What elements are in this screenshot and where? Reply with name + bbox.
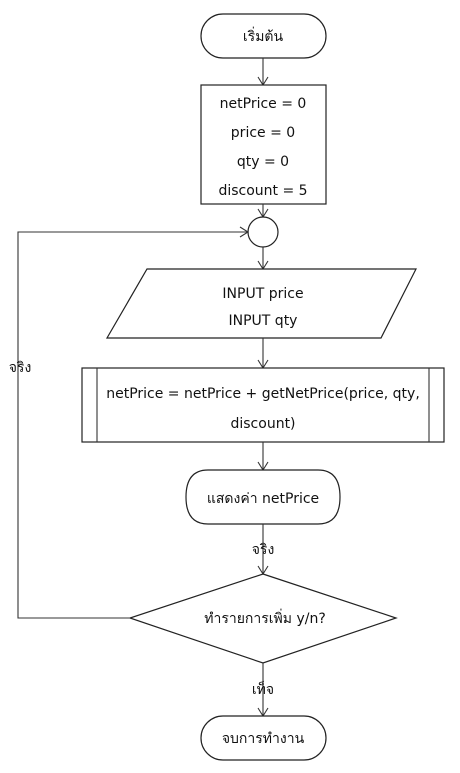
- yes-label-flow: จริง: [252, 542, 275, 558]
- end-terminator: จบการทำงาน: [200, 715, 327, 761]
- loop-connector-circle: [247, 216, 279, 248]
- decision-diamond: ทำรายการเพิ่ม y/n?: [128, 573, 398, 664]
- loop-back-arrow: [17, 226, 250, 619]
- predefined-process-box: netPrice = netPrice + getNetPrice(price,…: [81, 367, 445, 443]
- input-qty-text: INPUT qty: [229, 313, 298, 329]
- decision-label: ทำรายการเพิ่ม y/n?: [204, 609, 326, 627]
- init-price-text: price = 0: [231, 125, 295, 141]
- start-terminator: เริ่มต้น: [200, 13, 327, 59]
- display-shape: แสดงค่า netPrice: [185, 469, 341, 525]
- yes-label-loop: จริง: [9, 360, 32, 376]
- display-netprice-text: แสดงค่า netPrice: [207, 491, 319, 507]
- init-netprice-text: netPrice = 0: [220, 96, 307, 112]
- start-label: เริ่มต้น: [243, 27, 284, 45]
- input-parallelogram: INPUT price INPUT qty: [105, 268, 417, 339]
- init-qty-text: qty = 0: [237, 154, 289, 170]
- arrow-input-to-process: [257, 338, 269, 370]
- input-price-text: INPUT price: [222, 286, 303, 302]
- arrow-connector-to-input: [257, 247, 269, 271]
- end-label: จบการทำงาน: [222, 731, 305, 747]
- process-line-1: netPrice = netPrice + getNetPrice(price,…: [106, 386, 420, 402]
- init-discount-text: discount = 5: [218, 183, 307, 199]
- no-label: เท็จ: [252, 680, 274, 698]
- process-line-2: discount): [230, 416, 295, 432]
- arrow-init-to-connector: [257, 204, 269, 219]
- init-variables-box: netPrice = 0 price = 0 qty = 0 discount …: [200, 84, 327, 205]
- arrow-process-to-display: [257, 442, 269, 472]
- arrow-start-to-init: [257, 58, 269, 87]
